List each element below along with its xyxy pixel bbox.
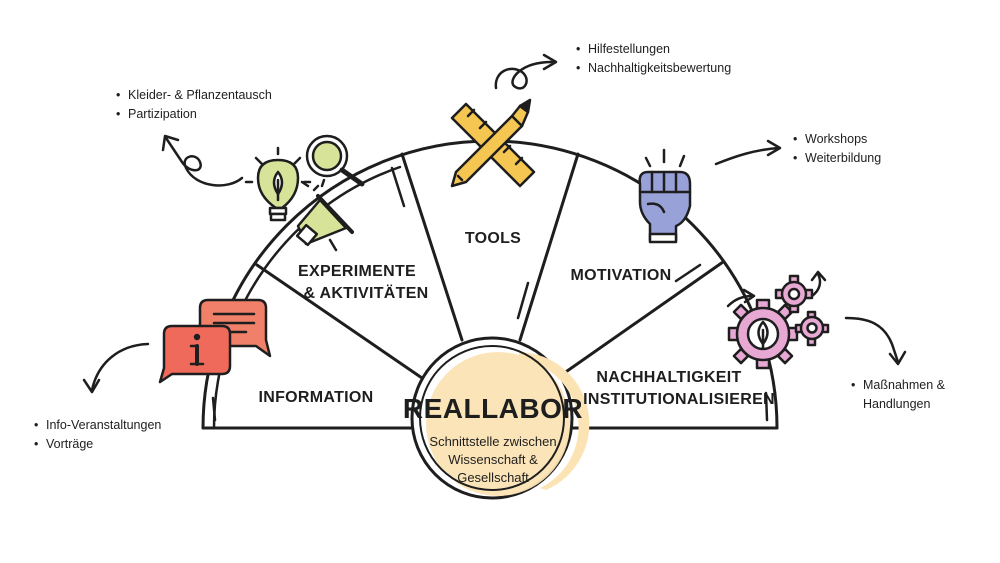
note-experimente-2: Partizipation	[116, 105, 272, 124]
center-subtitle-line-3: Gesellschaft	[457, 470, 529, 485]
note-tools-2: Nachhaltigkeitsbewertung	[576, 59, 731, 78]
arrow-information-icon	[82, 342, 150, 394]
arrow-motivation-icon	[714, 139, 782, 166]
center-subtitle-line-1: Schnittstelle zwischen	[429, 434, 556, 449]
gears-leaf-icon	[727, 274, 830, 370]
note-information-2: Vorträge	[34, 435, 161, 454]
edge-left-accent	[211, 396, 217, 422]
center-subtitle-line-2: Wissenschaft &	[448, 452, 538, 467]
divider-4	[558, 260, 725, 378]
segment-label-motivation: MOTIVATION	[570, 267, 671, 284]
notes-motivation: Workshops Weiterbildung	[793, 130, 881, 168]
divider-2	[400, 152, 464, 342]
notes-information: Info-Veranstaltungen Vorträge	[34, 416, 161, 454]
megaphone-icon	[295, 178, 354, 252]
segment-label-experimente-2: & AKTIVITÄTEN	[303, 284, 428, 302]
magnifier-icon	[305, 134, 365, 187]
notes-tools: Hilfestellungen Nachhaltigkeitsbewertung	[576, 40, 731, 78]
divider-3	[518, 152, 580, 342]
divider-4-accent	[674, 263, 702, 283]
segment-label-nachhaltigkeit-2: INSTITUTIONALISIEREN	[583, 391, 775, 408]
speech-bubbles-info-icon	[158, 298, 272, 384]
gears-cycle-arrow-icon	[726, 270, 827, 308]
raised-fist-icon	[638, 148, 692, 244]
segment-label-experimente-1: EXPERIMENTE	[298, 263, 416, 280]
segment-label-nachhaltigkeit-1: NACHHALTIGKEIT	[596, 369, 741, 386]
divider-3-accent	[516, 281, 530, 320]
lightbulb-leaf-icon	[244, 146, 312, 222]
semicircle-inner-arc	[212, 165, 402, 430]
notes-experimente: Kleider- & Pflanzentausch Partizipation	[116, 86, 272, 124]
note-tools-1: Hilfestellungen	[576, 40, 731, 59]
note-motivation-1: Workshops	[793, 130, 881, 149]
arrow-tools-icon	[494, 53, 558, 90]
arrow-nachhaltigkeit-icon	[844, 316, 907, 366]
center-circle	[410, 336, 590, 500]
segment-label-information: INFORMATION	[259, 389, 374, 406]
notes-nachhaltigkeit: Maßnahmen &	[851, 376, 945, 395]
note-experimente-1: Kleider- & Pflanzentausch	[116, 86, 272, 105]
center-title: REALLABOR	[403, 393, 583, 424]
note-information-1: Info-Veranstaltungen	[34, 416, 161, 435]
divider-2-accent	[390, 166, 406, 208]
segment-label-tools: TOOLS	[465, 230, 521, 247]
divider-1	[255, 263, 424, 380]
note-nachhaltigkeit-1: Maßnahmen &	[851, 376, 945, 395]
note-nachhaltigkeit-2: Handlungen	[863, 397, 931, 411]
arrow-experimente-icon	[161, 134, 244, 187]
note-motivation-2: Weiterbildung	[793, 149, 881, 168]
ruler-pencil-icon	[450, 98, 536, 188]
edge-right-accent	[764, 391, 769, 422]
